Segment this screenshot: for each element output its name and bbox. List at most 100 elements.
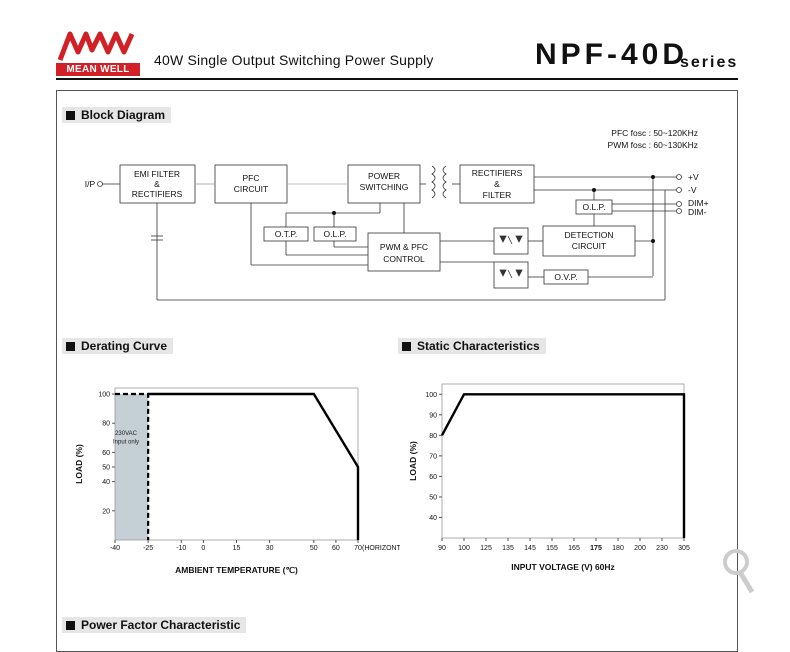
dashed-230vac-line bbox=[115, 392, 150, 540]
detection-label-1: DETECTION bbox=[564, 230, 613, 240]
dim-plus-label: DIM+ bbox=[688, 198, 709, 208]
x-tick-label: 60 bbox=[332, 545, 340, 552]
product-title: 40W Single Output Switching Power Supply bbox=[154, 52, 434, 68]
x-tick-label: 305 bbox=[678, 545, 690, 552]
emi-label-2: & bbox=[154, 179, 160, 189]
pwm-control-box bbox=[367, 232, 441, 272]
input-terminal-icon bbox=[97, 181, 103, 187]
power-label-1: POWER bbox=[368, 171, 400, 181]
pfc-label-1: PFC bbox=[243, 173, 260, 183]
y-tick-label: 40 bbox=[429, 515, 437, 522]
x-tick-label: 30 bbox=[266, 545, 274, 552]
olp-output-label: O.L.P. bbox=[583, 202, 606, 212]
optocoupler-1-icon bbox=[493, 227, 529, 255]
emi-filter-box bbox=[119, 164, 196, 204]
pwm-fosc-label: PWM fosc : 60~130KHz bbox=[608, 140, 698, 150]
y-tick-label: 50 bbox=[429, 494, 437, 501]
x-tick-label: 50 bbox=[310, 545, 318, 552]
junction-dot bbox=[592, 188, 596, 192]
x-tick-label: 100 bbox=[458, 545, 470, 552]
series-label: series bbox=[680, 54, 739, 71]
rect-label-3: FILTER bbox=[483, 190, 512, 200]
section-square-icon bbox=[66, 621, 75, 630]
terminal-icon bbox=[676, 208, 682, 214]
olp-box bbox=[313, 226, 357, 242]
section-square-icon bbox=[402, 342, 411, 351]
y-axis-label: LOAD (%) bbox=[74, 444, 84, 484]
annotation-line-1: 230VAC bbox=[115, 431, 138, 437]
pwm-label-1: PWM & PFC bbox=[380, 242, 428, 252]
detection-label-2: CIRCUIT bbox=[572, 241, 606, 251]
plot-frame bbox=[441, 383, 685, 539]
logo-text: MEAN WELL bbox=[56, 63, 140, 76]
x-tick-label: 230 bbox=[656, 545, 668, 552]
section-title: Derating Curve bbox=[81, 339, 168, 353]
x-tick-label: 70 bbox=[354, 545, 362, 552]
y-tick-label: 20 bbox=[102, 508, 110, 515]
section-block-diagram: Block Diagram bbox=[62, 107, 172, 123]
rect-label-1: RECTIFIERS bbox=[472, 168, 523, 178]
plot-frame bbox=[114, 387, 359, 541]
y-tick-label: 50 bbox=[102, 465, 110, 472]
terminal-icon bbox=[676, 174, 682, 180]
rect-label-2: & bbox=[494, 179, 500, 189]
y-tick-label: 60 bbox=[102, 450, 110, 457]
junction-dot bbox=[332, 211, 336, 215]
x-tick-label: -40 bbox=[110, 545, 120, 552]
model-number: NPF-40D bbox=[535, 38, 689, 71]
section-square-icon bbox=[66, 111, 75, 120]
power-switching-box bbox=[347, 164, 421, 204]
junction-dot bbox=[651, 175, 655, 179]
section-derating-curve: Derating Curve bbox=[62, 338, 174, 354]
x-tick-label: -10 bbox=[176, 545, 186, 552]
pfc-fosc-label: PFC fosc : 50~120KHz bbox=[611, 128, 698, 138]
section-power-factor: Power Factor Characteristic bbox=[62, 617, 247, 633]
pwm-label-2: CONTROL bbox=[383, 254, 425, 264]
otp-label: O.T.P. bbox=[275, 229, 298, 239]
x-tick-label: 15 bbox=[233, 545, 241, 552]
x-axis-label: AMBIENT TEMPERATURE (℃) bbox=[175, 565, 298, 575]
x-tick-label: 200 bbox=[634, 545, 646, 552]
dim-minus-label: DIM- bbox=[688, 207, 707, 217]
section-title: Static Characteristics bbox=[417, 339, 540, 353]
pfc-label-2: CIRCUIT bbox=[234, 184, 268, 194]
header-rule bbox=[56, 78, 738, 80]
mw-logo-icon bbox=[56, 28, 140, 64]
x-tick-label: 125 bbox=[480, 545, 492, 552]
plus-v-label: +V bbox=[688, 172, 699, 182]
x-unit-label: (HORIZONTAL) bbox=[362, 545, 400, 552]
shaded-region bbox=[115, 394, 149, 540]
y-tick-label: 70 bbox=[429, 453, 437, 460]
y-tick-label: 80 bbox=[429, 433, 437, 440]
y-axis-label: LOAD (%) bbox=[408, 441, 418, 481]
optocoupler-2-icon bbox=[493, 261, 529, 289]
x-tick-label: 135 bbox=[502, 545, 514, 552]
x-axis-label: INPUT VOLTAGE (V) 60Hz bbox=[511, 562, 615, 572]
input-label: I/P bbox=[85, 179, 96, 189]
derating-series-line bbox=[148, 392, 360, 540]
x-tick-label: -25 bbox=[143, 545, 153, 552]
y-tick-label: 80 bbox=[102, 421, 110, 428]
section-square-icon bbox=[66, 342, 75, 351]
junction-dot bbox=[651, 239, 655, 243]
block-diagram: PFC fosc : 50~120KHz PWM fosc : 60~130KH… bbox=[85, 128, 709, 301]
ovp-label: O.V.P. bbox=[554, 272, 577, 282]
x-tick-label: 0 bbox=[201, 545, 205, 552]
y-tick-label: 100 bbox=[425, 392, 437, 399]
watermark-key-icon bbox=[723, 549, 755, 594]
section-title: Block Diagram bbox=[81, 108, 166, 122]
x-tick-label: 155 bbox=[546, 545, 558, 552]
x-tick-label: 90 bbox=[438, 545, 446, 552]
static-series-line bbox=[440, 393, 686, 538]
y-tick-label: 60 bbox=[429, 474, 437, 481]
y-tick-label: 100 bbox=[98, 392, 110, 399]
section-static-characteristics: Static Characteristics bbox=[398, 338, 546, 354]
terminal-icon bbox=[676, 201, 682, 207]
rectifiers-filter-box bbox=[459, 164, 535, 204]
x-tick-label: 165 bbox=[568, 545, 580, 552]
olp-label: O.L.P. bbox=[324, 229, 347, 239]
section-title: Power Factor Characteristic bbox=[81, 618, 241, 632]
y-tick-label: 90 bbox=[429, 412, 437, 419]
